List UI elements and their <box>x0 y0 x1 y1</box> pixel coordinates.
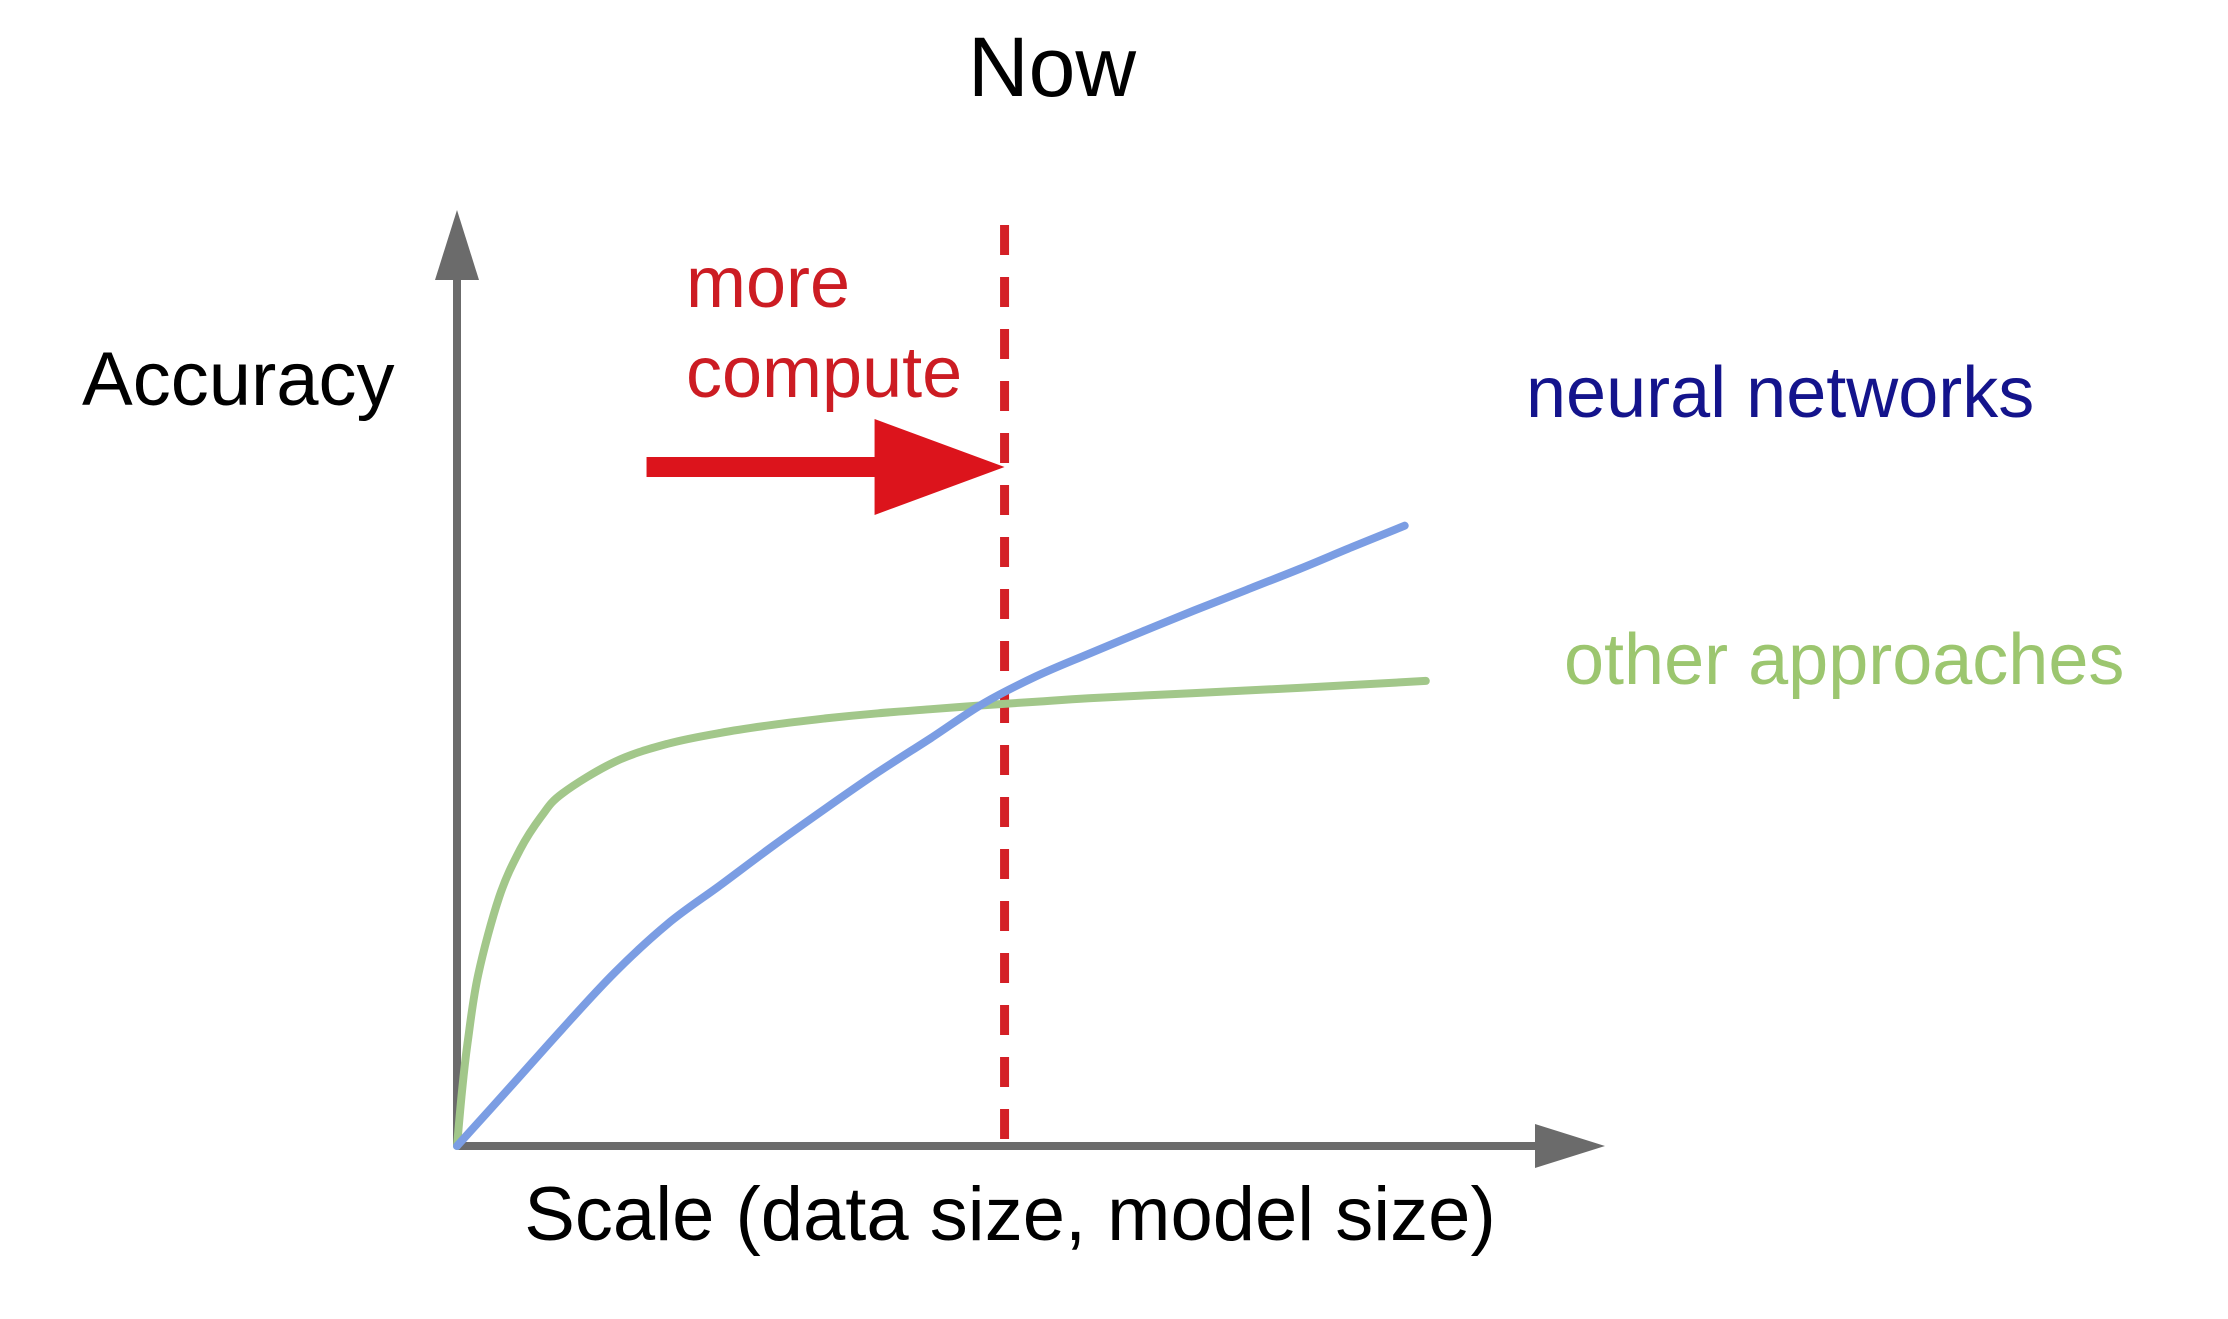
series-lines <box>453 521 1430 1150</box>
right-arrowhead-icon <box>874 419 1005 515</box>
annotation-text-compute: compute <box>686 333 962 413</box>
y-axis-label: Accuracy <box>82 337 395 422</box>
y-axis-arrowhead-icon <box>435 210 479 280</box>
chart-axes <box>435 210 1605 1168</box>
x-axis-arrowhead-icon <box>1535 1124 1605 1168</box>
series-line-other-approaches <box>453 676 1430 1150</box>
series-label-other-approaches: other approaches <box>1564 620 2124 700</box>
chart-title: Now <box>968 20 1136 114</box>
annotation-text-more: more <box>686 243 850 323</box>
more-compute-arrow-group <box>646 419 1005 515</box>
series-label-neural-networks: neural networks <box>1526 353 2034 433</box>
series-line-neural-networks <box>453 521 1409 1150</box>
x-axis-label: Scale (data size, model size) <box>524 1172 1496 1257</box>
